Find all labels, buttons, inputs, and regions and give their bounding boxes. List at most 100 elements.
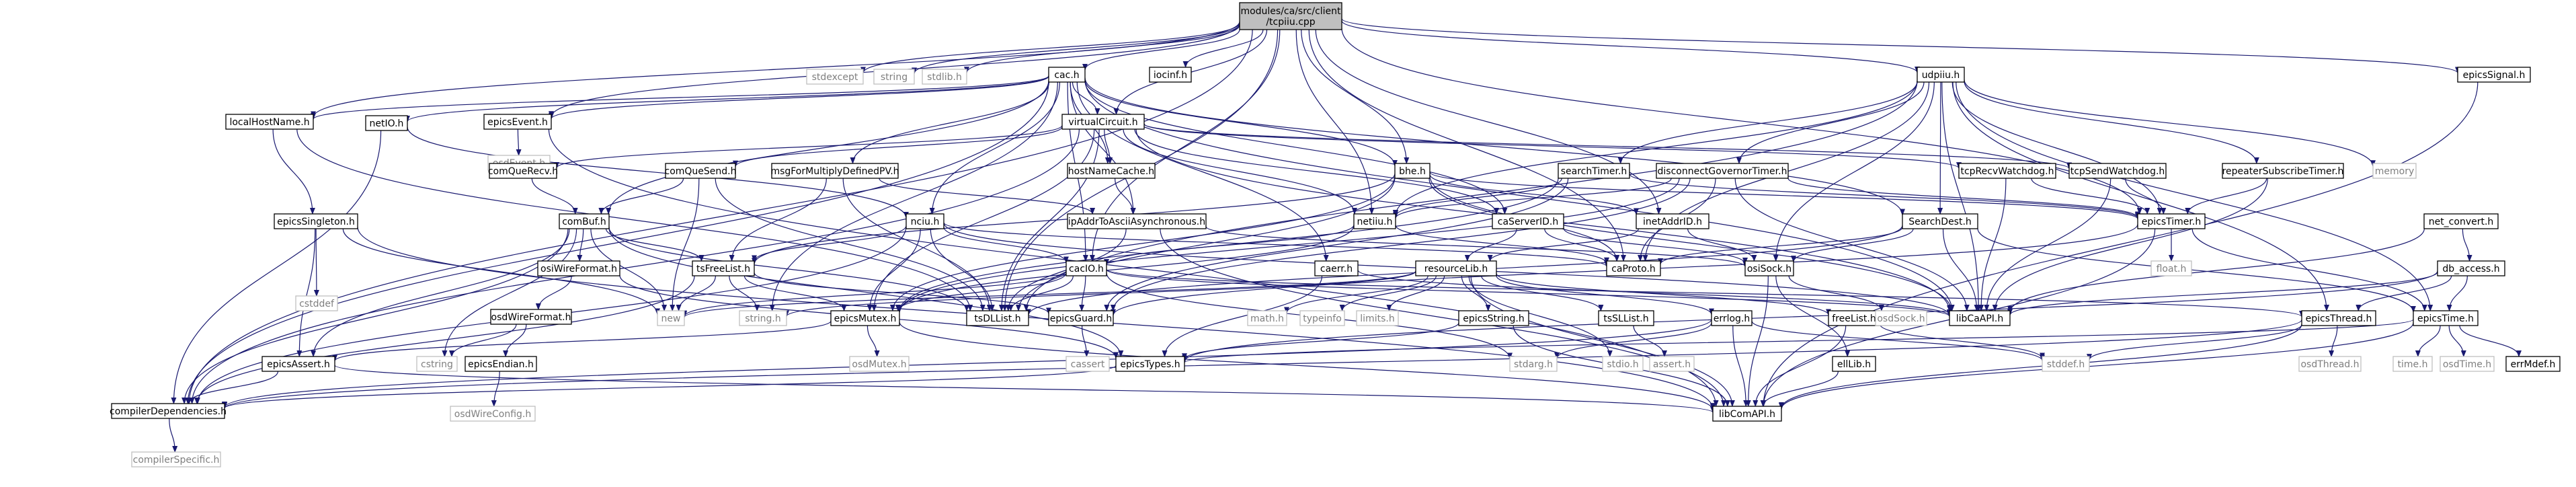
node-iocinf[interactable]: iocinf.h	[1149, 67, 1192, 83]
node-epicsAssert[interactable]: epicsAssert.h	[261, 356, 335, 372]
edge-epicsMutex-to-osdMutex	[867, 325, 880, 357]
node-box	[2068, 163, 2167, 179]
node-box	[922, 69, 967, 85]
node-tcpRecvWatchdog[interactable]: tcpRecvWatchdog.h	[1958, 163, 2056, 179]
edge-cac-to-msgForMultiply	[850, 81, 1050, 164]
node-epicsMutex[interactable]: epicsMutex.h	[830, 310, 900, 326]
edge-tsFreeList-to-compilerDeps	[194, 275, 695, 404]
edge-comBuf-to-epicsTypes	[608, 227, 1124, 357]
node-ipAddrToAscii[interactable]: ipAddrToAsciiAsynchronous.h	[1067, 213, 1207, 229]
node-errlog[interactable]: errlog.h	[1711, 310, 1753, 326]
node-osdThread: osdThread.h	[2298, 356, 2362, 372]
node-epicsGuard[interactable]: epicsGuard.h	[1048, 310, 1114, 326]
edge-tsSLList-to-asserth	[1633, 325, 1667, 357]
edge-epicsThread-to-stddefh	[2087, 324, 2302, 361]
node-resourceLib[interactable]: resourceLib.h	[1415, 260, 1497, 276]
node-label: epicsThread.h	[2306, 313, 2372, 324]
node-tsFreeList[interactable]: tsFreeList.h	[692, 260, 755, 276]
node-label: errMdef.h	[2511, 359, 2556, 370]
edge-epicsTypes-to-compilerDeps	[222, 365, 1117, 409]
node-tsDLList[interactable]: tsDLList.h	[966, 310, 1029, 326]
node-hostNameCache[interactable]: hostNameCache.h	[1067, 163, 1156, 179]
node-comBuf[interactable]: comBuf.h	[559, 213, 610, 229]
node-repeaterSub[interactable]: repeaterSubscribeTimer.h	[2222, 163, 2344, 179]
node-epicsTime[interactable]: epicsTime.h	[2413, 310, 2479, 326]
node-localHostName[interactable]: localHostName.h	[225, 114, 314, 130]
edge-comQueSend-to-newh	[670, 178, 700, 311]
edge-resourceLib-to-errlog	[1496, 275, 1714, 315]
node-msgForMultiply[interactable]: msgForMultiplyDefinedPV.h	[770, 163, 899, 179]
edge-epicsEndian-to-osdWireConfig	[491, 371, 500, 407]
node-osiWireFormat[interactable]: osiWireFormat.h	[537, 260, 620, 276]
edge-inetAddrID-to-osiSock	[1687, 228, 1757, 262]
edge-osiWireFormat-to-osdWireFormat	[535, 275, 572, 310]
node-tcpSendWatchdog[interactable]: tcpSendWatchdog.h	[2068, 163, 2167, 179]
node-inetAddrID[interactable]: inetAddrID.h	[1636, 213, 1709, 229]
edge-msgForMultiply-to-ipAddrToAscii	[879, 178, 1095, 215]
edge-epicsSingleton-to-libComAPI	[357, 227, 1716, 410]
node-epicsSignal[interactable]: epicsSignal.h	[2457, 67, 2531, 83]
node-epicsString[interactable]: epicsString.h	[1458, 310, 1529, 326]
edge-nciu-to-cacIO	[943, 227, 1069, 264]
node-searchDest[interactable]: SearchDest.h	[1902, 213, 1978, 229]
edge-comBuf-to-osiWireFormat	[577, 228, 584, 262]
edge-tsFreeList-to-epicsMutex	[743, 275, 847, 311]
node-epicsTypes[interactable]: epicsTypes.h	[1115, 356, 1185, 372]
node-tsSLList[interactable]: tsSLList.h	[1598, 310, 1654, 326]
node-epicsTimer[interactable]: epicsTimer.h	[2137, 213, 2206, 229]
edge-searchTimer-to-epicsTimer	[1629, 174, 2140, 219]
node-label: stdexcept	[812, 72, 858, 83]
node-epicsEndian[interactable]: epicsEndian.h	[465, 356, 537, 372]
node-errMdef[interactable]: errMdef.h	[2505, 356, 2561, 372]
node-label: caProto.h	[1611, 264, 1656, 274]
edge-epicsString-to-epicsTypes	[1182, 322, 1459, 361]
node-ellLib[interactable]: ellLib.h	[1832, 356, 1876, 372]
node-netIO[interactable]: netIO.h	[365, 115, 408, 131]
node-compilerDeps[interactable]: compilerDependencies.h	[110, 403, 227, 419]
edge-msgForMultiply-to-tsDLList	[842, 178, 992, 311]
node-cacIO[interactable]: cacIO.h	[1065, 260, 1107, 276]
edge-root-to-bhe	[1301, 29, 1410, 164]
edge-udpiiu-to-epicsTime	[1956, 81, 2433, 311]
node-virtualCircuit[interactable]: virtualCircuit.h	[1061, 114, 1145, 130]
node-caServerID[interactable]: caServerID.h	[1492, 213, 1564, 229]
node-netConvert[interactable]: net_convert.h	[2423, 213, 2499, 229]
node-netiiu[interactable]: netiiu.h	[1353, 213, 1396, 229]
node-box	[873, 69, 915, 85]
node-libComAPI[interactable]: libComAPI.h	[1712, 406, 1782, 422]
node-freeList[interactable]: freeList.h	[1828, 310, 1880, 326]
node-comQueSend[interactable]: comQueSend.h	[665, 163, 737, 179]
edge-disconnectGov-to-netiiu	[1393, 178, 1672, 219]
node-searchTimer[interactable]: searchTimer.h	[1558, 163, 1630, 179]
node-label: epicsEvent.h	[487, 117, 548, 128]
edge-virtualCircuit-to-comQueSend	[733, 126, 1063, 167]
node-bhe[interactable]: bhe.h	[1394, 163, 1431, 179]
node-cac[interactable]: cac.h	[1048, 67, 1086, 83]
node-nciu[interactable]: nciu.h	[905, 213, 944, 229]
node-epicsThread[interactable]: epicsThread.h	[2301, 310, 2376, 326]
edge-epicsSingleton-to-epicsAssert	[296, 228, 316, 357]
node-caProto[interactable]: caProto.h	[1606, 260, 1661, 276]
node-label: epicsString.h	[1463, 313, 1525, 324]
edge-netiiu-to-cacIO	[1104, 224, 1355, 266]
node-osdWireFormat[interactable]: osdWireFormat.h	[490, 309, 572, 325]
node-disconnectGov[interactable]: disconnectGovernorTimer.h	[1656, 163, 1789, 179]
edge-searchTimer-to-netiiu	[1393, 178, 1562, 217]
edge-comQueRecv-to-comBuf	[531, 178, 578, 215]
node-box	[1356, 310, 1399, 326]
node-label: float.h	[2157, 264, 2187, 274]
node-root[interactable]: modules/ca/src/client/tcpiiu.cpp	[1239, 2, 1342, 30]
node-epicsEvent[interactable]: epicsEvent.h	[483, 114, 552, 130]
node-comQueRecv[interactable]: comQueRecv.h	[488, 163, 558, 179]
node-udpiiu[interactable]: udpiiu.h	[1917, 67, 1965, 83]
edge-searchDest-to-osiSock	[1791, 228, 1914, 263]
node-floath: float.h	[2150, 260, 2192, 276]
edge-virtualCircuit-to-hostNameCache	[1104, 128, 1113, 164]
node-epicsSingleton[interactable]: epicsSingleton.h	[274, 213, 358, 229]
node-label: osiSock.h	[1747, 264, 1792, 274]
node-dbAccess[interactable]: db_access.h	[2437, 260, 2505, 276]
node-stdargh: stdarg.h	[1509, 356, 1558, 372]
node-libCaAPI[interactable]: libCaAPI.h	[1949, 310, 2011, 326]
node-osiSock[interactable]: osiSock.h	[1744, 260, 1794, 276]
node-caerr[interactable]: caerr.h	[1314, 260, 1359, 276]
